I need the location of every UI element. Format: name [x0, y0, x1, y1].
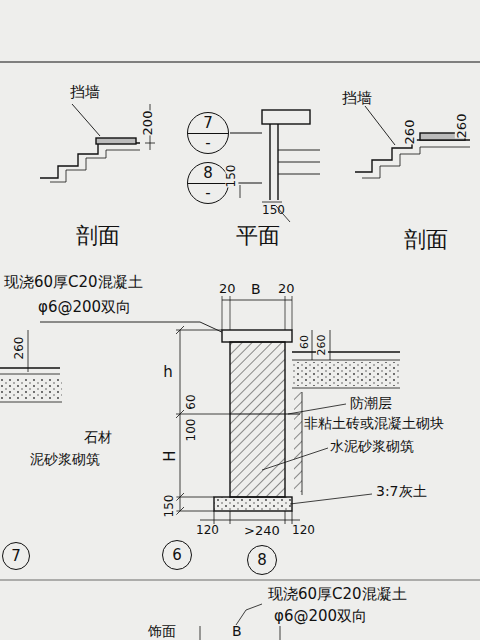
- note-text: φ6@200双向: [274, 608, 367, 625]
- divider-line: [188, 183, 228, 184]
- view-title: 剖面: [404, 228, 448, 252]
- note-text: 现浇60厚C20混凝土: [4, 274, 143, 291]
- note-text: h: [163, 364, 173, 381]
- dimension-text: 100: [185, 419, 198, 442]
- dimension-text: 260: [316, 335, 328, 356]
- callout-number: 7: [11, 549, 21, 564]
- dimension-text: 60: [185, 394, 198, 409]
- dimension-text: 260: [403, 120, 417, 145]
- note-text: 非粘土砖或混凝土砌块: [304, 416, 444, 431]
- note-text: 泥砂浆砌筑: [30, 452, 100, 467]
- callout-number: 6: [172, 548, 182, 563]
- note-text: B: [232, 624, 242, 639]
- detail-callout: 7: [2, 542, 30, 570]
- note-text: φ6@200双向: [38, 299, 131, 316]
- dimension-text: 200: [141, 111, 155, 136]
- dimension-text: 150: [225, 165, 238, 188]
- callout-number: 8: [257, 553, 267, 568]
- note-text: 3:7灰土: [376, 484, 427, 499]
- note-text: 20: [278, 282, 295, 296]
- callout-number: 7: [203, 116, 213, 131]
- divider-line: [188, 133, 228, 134]
- detail-callout: 8: [247, 545, 277, 575]
- note-text: 水泥砂浆砌筑: [330, 439, 414, 454]
- view-title: 平面: [236, 224, 280, 248]
- note-text: 150: [262, 204, 285, 217]
- note-text: 现浇60厚C20混凝土: [268, 586, 407, 603]
- note-text: 挡墙: [342, 90, 372, 107]
- note-text: 120: [196, 524, 219, 537]
- index-circle: 8-: [187, 162, 229, 204]
- view-title: 剖面: [76, 224, 120, 248]
- callout-number: -: [205, 186, 210, 201]
- callout-number: 8: [203, 166, 213, 181]
- note-text: 挡墙: [70, 84, 100, 101]
- dimension-text: 150: [163, 495, 176, 518]
- note-text: 饰面: [148, 624, 176, 639]
- dimension-text: 60: [299, 335, 311, 349]
- note-text: 20: [219, 282, 236, 296]
- note-text: >240: [244, 524, 280, 538]
- note-text: 120: [292, 524, 315, 537]
- dimension-text: 260: [455, 114, 469, 139]
- index-circle: 7-: [187, 112, 229, 154]
- dimension-text: H: [162, 450, 179, 461]
- note-text: B: [251, 282, 261, 297]
- dimension-text: 260: [13, 337, 26, 360]
- note-text: 防潮层: [350, 396, 392, 411]
- note-text: 石材: [84, 430, 112, 445]
- detail-callout: 6: [162, 540, 192, 570]
- callout-number: -: [205, 136, 210, 151]
